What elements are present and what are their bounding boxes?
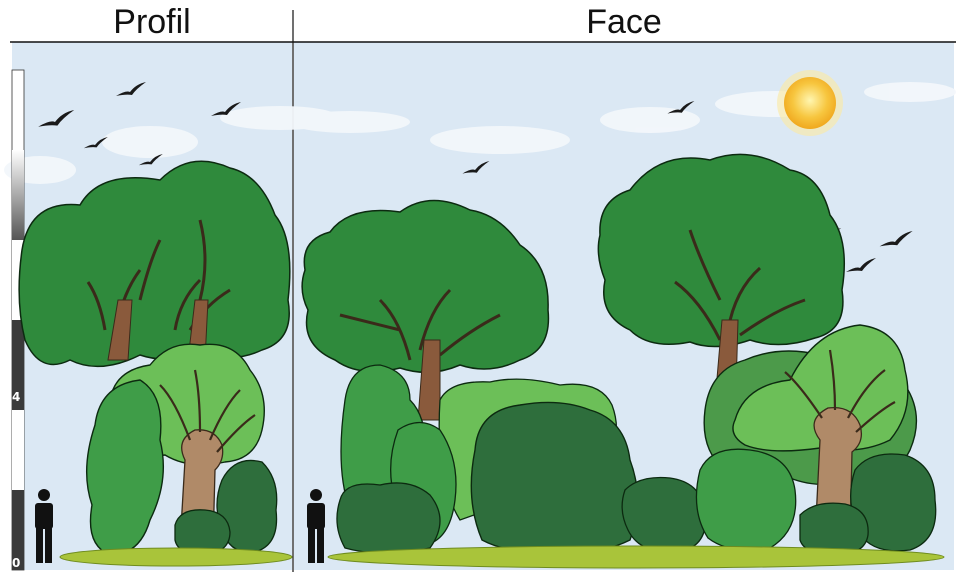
ground bbox=[60, 548, 292, 566]
shrub-icon bbox=[471, 402, 637, 552]
scale-label-bottom: 0 bbox=[12, 556, 20, 570]
shrub-icon bbox=[800, 503, 868, 555]
ground bbox=[328, 546, 944, 568]
profile-header: Profil bbox=[12, 4, 292, 40]
shrub-icon bbox=[337, 483, 440, 553]
tree-icon bbox=[598, 154, 844, 346]
front-header: Face bbox=[294, 4, 954, 40]
scale-label-top: 4 bbox=[12, 390, 20, 404]
sun-icon bbox=[777, 70, 843, 136]
shrub-icon bbox=[696, 449, 795, 550]
